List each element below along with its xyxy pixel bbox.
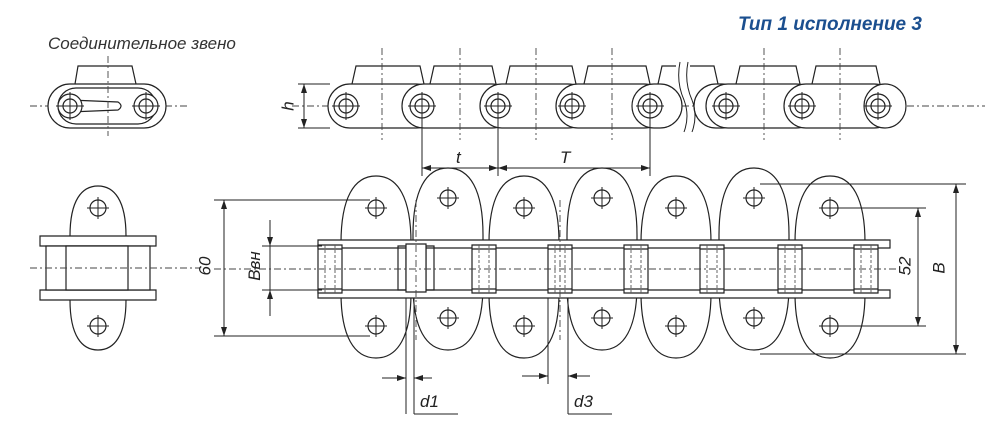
drawing-title: Тип 1 исполнение 3 xyxy=(738,14,922,35)
chain-plan-view xyxy=(214,167,966,414)
connecting-link-caption: Соединительное звено xyxy=(48,34,236,53)
dim-b-inner-label: Bвн xyxy=(244,251,264,281)
chain-side-view xyxy=(292,48,985,176)
dim-d3-label: d3 xyxy=(574,392,593,411)
dim-52-label: 52 xyxy=(895,256,915,276)
dim-B-label: B xyxy=(929,262,949,274)
dim-h-label: h xyxy=(278,101,298,111)
dim-d1-label: d1 xyxy=(420,392,439,411)
dim-60-label: 60 xyxy=(195,256,215,276)
dim-T-label: T xyxy=(560,148,571,167)
connecting-link-plan-view xyxy=(30,186,200,350)
connecting-link-side-view xyxy=(30,56,190,136)
dim-t-label: t xyxy=(456,148,461,167)
